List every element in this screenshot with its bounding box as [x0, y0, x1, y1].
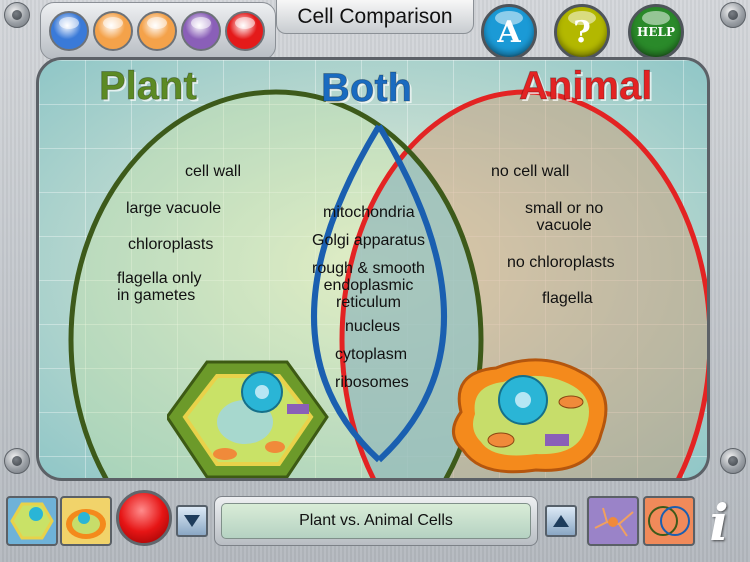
both-item: nucleus [345, 318, 401, 335]
screw-icon [720, 448, 746, 474]
color-dot-orange-2[interactable] [137, 11, 177, 51]
animal-heading: Animal [518, 64, 653, 109]
overlap-left-edge [311, 124, 382, 463]
help-button[interactable]: HELP [628, 4, 684, 60]
both-item: ribosomes [335, 374, 409, 391]
plant-item: flagella only in gametes [117, 270, 202, 304]
both-item: cytoplasm [335, 346, 408, 363]
info-button[interactable]: i [709, 492, 729, 552]
both-item: Golgi apparatus [312, 232, 425, 249]
animal-item: flagella [542, 290, 593, 307]
previous-topic-button[interactable] [176, 505, 208, 537]
color-dot-blue[interactable] [49, 11, 89, 51]
plant-heading: Plant [99, 64, 198, 109]
plant-circle [68, 89, 484, 478]
next-topic-button[interactable] [545, 505, 577, 537]
answer-button[interactable]: A [481, 4, 537, 60]
chevron-down-icon [184, 515, 200, 527]
both-item: mitochondria [323, 204, 415, 221]
neuron-thumbnail-icon[interactable] [587, 496, 639, 546]
plant-item: cell wall [185, 163, 242, 180]
plant-cell-illustration [167, 360, 329, 478]
plant-item: chloroplasts [128, 236, 214, 253]
plant-cell-thumbnail-icon[interactable] [6, 496, 58, 546]
color-dot-red[interactable] [225, 11, 265, 51]
venn-panel: Plant Both Animal cell wall large vacuol… [36, 57, 710, 481]
overlap-right-edge [376, 124, 447, 463]
color-dot-orange[interactable] [93, 11, 133, 51]
color-dot-purple[interactable] [181, 11, 221, 51]
chevron-up-icon [553, 515, 569, 527]
venn-diagram-thumbnail-icon[interactable] [643, 496, 695, 546]
color-selector [40, 2, 276, 60]
screw-icon [720, 2, 746, 28]
topic-label: Plant vs. Animal Cells [221, 503, 531, 539]
animal-cell-illustration [452, 358, 608, 474]
animal-cell-thumbnail-icon[interactable] [60, 496, 112, 546]
screw-icon [4, 448, 30, 474]
venn-diagram [68, 89, 707, 478]
both-item: rough & smooth endoplasmic reticulum [312, 260, 425, 311]
both-heading: Both [320, 66, 413, 111]
plant-item: large vacuole [126, 200, 222, 217]
overlap-region [342, 92, 481, 478]
animal-item: small or no vacuole [525, 200, 604, 234]
record-button[interactable] [116, 490, 172, 546]
page-title: Cell Comparison [276, 0, 474, 34]
animal-item: no chloroplasts [507, 254, 615, 271]
animal-item: no cell wall [491, 163, 570, 180]
screw-icon [4, 2, 30, 28]
topic-selector[interactable]: Plant vs. Animal Cells [214, 496, 538, 546]
hint-button[interactable]: ? [554, 4, 610, 60]
animal-circle [339, 89, 707, 478]
